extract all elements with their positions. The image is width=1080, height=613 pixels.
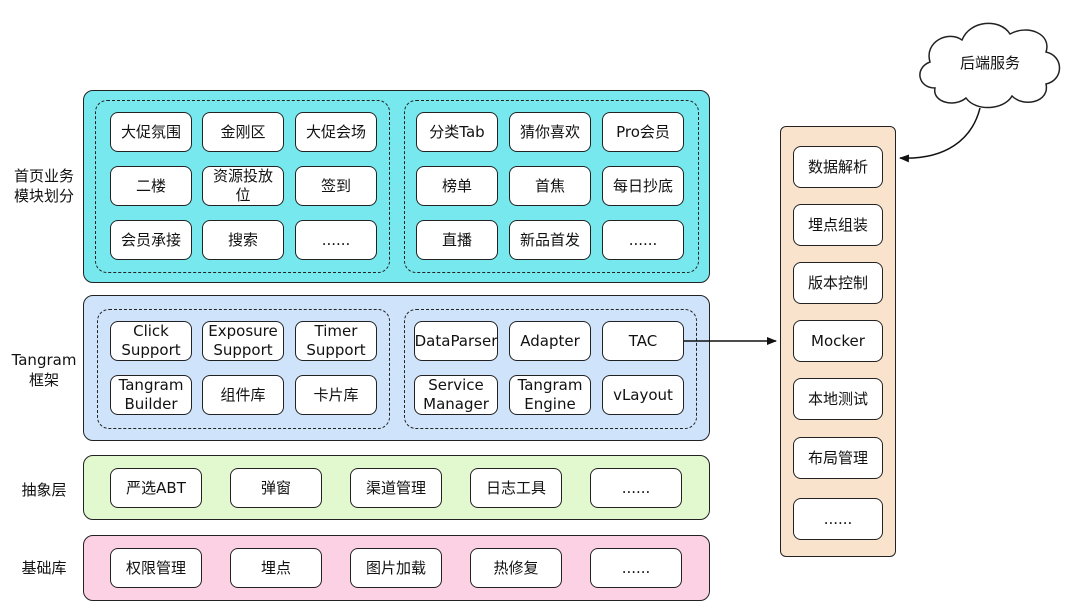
module-box: 资源投放 位 <box>202 166 284 206</box>
tac-box: TAC <box>602 321 684 361</box>
base-box: 图片加载 <box>350 548 442 588</box>
module-box: 大促会场 <box>295 112 377 152</box>
layer-label-base: 基础库 <box>21 559 67 577</box>
tangram-box: Adapter <box>509 321 591 361</box>
abstract-box: 严选ABT <box>110 468 202 508</box>
tangram-right-group <box>404 309 697 429</box>
module-box: 搜索 <box>202 220 284 260</box>
backend-box: 本地测试 <box>793 378 883 420</box>
business-right-group <box>404 100 699 273</box>
module-box: ...... <box>295 220 377 260</box>
module-box: 会员承接 <box>110 220 192 260</box>
backend-box: 版本控制 <box>793 262 883 304</box>
module-box: 大促氛围 <box>110 112 192 152</box>
backend-box: ...... <box>793 498 883 540</box>
module-box: 猜你喜欢 <box>509 112 591 152</box>
layer-label-abstract: 抽象层 <box>21 481 67 499</box>
tangram-box: Click Support <box>110 321 192 361</box>
abstract-box: 渠道管理 <box>350 468 442 508</box>
tangram-box: Tangram Builder <box>110 375 192 415</box>
backend-box: 布局管理 <box>793 437 883 479</box>
module-box: 每日抄底 <box>602 166 684 206</box>
layer-label-tangram: Tangram 框架 <box>11 351 77 389</box>
base-box: ...... <box>590 548 682 588</box>
cloud-shape <box>919 22 1061 109</box>
module-box: 首焦 <box>509 166 591 206</box>
module-box: 新品首发 <box>509 220 591 260</box>
module-box: 榜单 <box>416 166 498 206</box>
business-left-group <box>95 100 390 273</box>
tangram-left-group <box>97 309 390 429</box>
base-box: 埋点 <box>230 548 322 588</box>
tangram-box: Timer Support <box>295 321 377 361</box>
tangram-box: DataParser <box>414 321 498 361</box>
layer-label-business: 首页业务 模块划分 <box>13 167 74 205</box>
tangram-box: Tangram Engine <box>509 375 591 415</box>
module-box: 签到 <box>295 166 377 206</box>
module-box: Pro会员 <box>602 112 684 152</box>
backend-box: Mocker <box>793 320 883 362</box>
cloud-to-backend-arrow <box>899 107 981 163</box>
abstract-box: 日志工具 <box>470 468 562 508</box>
base-box: 热修复 <box>470 548 562 588</box>
cloud-label: 后端服务 <box>959 54 1020 72</box>
module-box: 金刚区 <box>202 112 284 152</box>
tangram-box: 组件库 <box>202 375 284 415</box>
tangram-box: Service Manager <box>414 375 498 415</box>
module-box: 直播 <box>416 220 498 260</box>
tangram-layer-panel <box>83 295 710 441</box>
abstract-box: 弹窗 <box>230 468 322 508</box>
module-box: 二楼 <box>110 166 192 206</box>
backend-box: 埋点组装 <box>793 204 883 246</box>
tangram-box: Exposure Support <box>202 321 284 361</box>
abstract-box: ...... <box>590 468 682 508</box>
tangram-box: vLayout <box>602 375 684 415</box>
backend-box: 数据解析 <box>793 146 883 188</box>
module-box: 分类Tab <box>416 112 498 152</box>
tangram-box: 卡片库 <box>295 375 377 415</box>
base-box: 权限管理 <box>110 548 202 588</box>
module-box: ...... <box>602 220 684 260</box>
